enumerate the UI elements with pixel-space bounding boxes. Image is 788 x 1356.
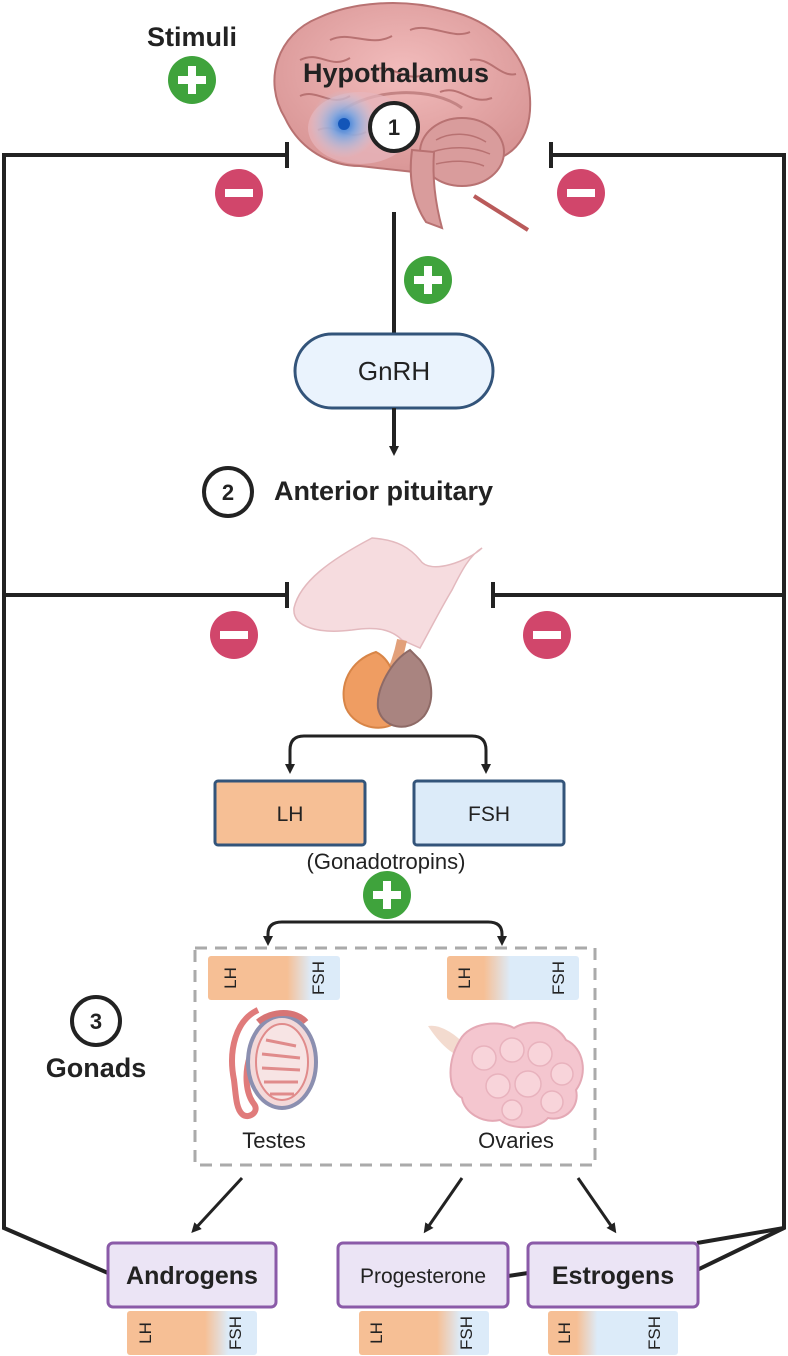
androgens-receptor-fsh: FSH bbox=[226, 1316, 245, 1350]
ovaries-label: Ovaries bbox=[478, 1128, 554, 1153]
step-1-number: 1 bbox=[388, 115, 400, 140]
estrogen-to-feedback-line bbox=[696, 1226, 785, 1245]
testes-label: Testes bbox=[242, 1128, 306, 1153]
estrogens-receptor-lh: LH bbox=[555, 1322, 574, 1344]
testes-receptor-bar: LH FSH bbox=[208, 956, 340, 1000]
estrogens-label: Estrogens bbox=[552, 1262, 674, 1290]
androgens-box bbox=[106, 1241, 278, 1309]
gonadotropins-label: (Gonadotropins) bbox=[307, 849, 466, 874]
inhibition-bars bbox=[285, 142, 553, 608]
right-feedback-line bbox=[551, 153, 786, 1272]
gonads-dashed-box bbox=[193, 946, 597, 1167]
progesterone-receptor-bar: LH FSH bbox=[359, 1311, 489, 1355]
androgens-receptor-bar: LH FSH bbox=[127, 1311, 257, 1355]
gonadotropins-to-gonads-fork bbox=[266, 920, 507, 946]
pituitary-left-minus-icon bbox=[210, 611, 258, 659]
hypothalamus-left-minus-icon bbox=[215, 169, 263, 217]
testes-to-androgens-arrow bbox=[191, 1176, 244, 1233]
ovaries-receptor-lh: LH bbox=[455, 967, 474, 989]
step-1-badge: 1 bbox=[368, 101, 420, 153]
hypothalamus-label: Hypothalamus bbox=[303, 58, 489, 88]
step-3-badge: 3 bbox=[70, 995, 122, 1047]
ovaries-to-estrogens-arrow bbox=[576, 1177, 617, 1234]
brain-illustration bbox=[273, 2, 532, 232]
left-feedback-line bbox=[2, 153, 287, 1275]
step-3-number: 3 bbox=[90, 1009, 102, 1034]
progesterone-box bbox=[336, 1241, 510, 1309]
progesterone-to-estrogen-line bbox=[507, 1271, 529, 1278]
progesterone-receptor-fsh: FSH bbox=[457, 1316, 476, 1350]
estrogens-receptor-fsh: FSH bbox=[645, 1316, 664, 1350]
fsh-box bbox=[412, 779, 566, 847]
testes-receptor-fsh: FSH bbox=[309, 961, 328, 995]
stimuli-plus-icon bbox=[168, 56, 216, 104]
androgens-label: Androgens bbox=[126, 1262, 258, 1290]
gnrh-plus-icon bbox=[404, 256, 452, 304]
testis-illustration bbox=[229, 1007, 318, 1120]
pituitary-illustration bbox=[293, 537, 483, 729]
fsh-label: FSH bbox=[468, 803, 510, 826]
gonadotropins-plus-icon bbox=[363, 871, 411, 919]
pituitary-to-gonadotropins-fork bbox=[288, 734, 491, 774]
lh-box bbox=[213, 779, 367, 847]
estrogens-box bbox=[526, 1241, 700, 1309]
ovaries-receptor-fsh: FSH bbox=[549, 961, 568, 995]
progesterone-receptor-lh: LH bbox=[367, 1322, 386, 1344]
gnrh-label: GnRH bbox=[358, 356, 430, 386]
anterior-pituitary-label: Anterior pituitary bbox=[274, 476, 493, 506]
ovaries-to-progesterone-arrow bbox=[423, 1177, 464, 1234]
androgens-receptor-lh: LH bbox=[136, 1322, 155, 1344]
step-2-badge: 2 bbox=[202, 466, 254, 518]
gonads-label: Gonads bbox=[46, 1053, 147, 1083]
ovaries-receptor-bar: LH FSH bbox=[447, 956, 579, 1000]
ovary-illustration bbox=[428, 1021, 584, 1129]
hypothalamus-right-minus-icon bbox=[557, 169, 605, 217]
stimuli-label: Stimuli bbox=[147, 22, 237, 52]
testes-receptor-lh: LH bbox=[221, 967, 240, 989]
feedback-lines bbox=[2, 153, 786, 1278]
progesterone-label: Progesterone bbox=[360, 1265, 486, 1288]
lh-label: LH bbox=[277, 803, 304, 826]
pituitary-right-minus-icon bbox=[523, 611, 571, 659]
estrogens-receptor-bar: LH FSH bbox=[548, 1311, 678, 1355]
step-2-number: 2 bbox=[222, 480, 234, 505]
